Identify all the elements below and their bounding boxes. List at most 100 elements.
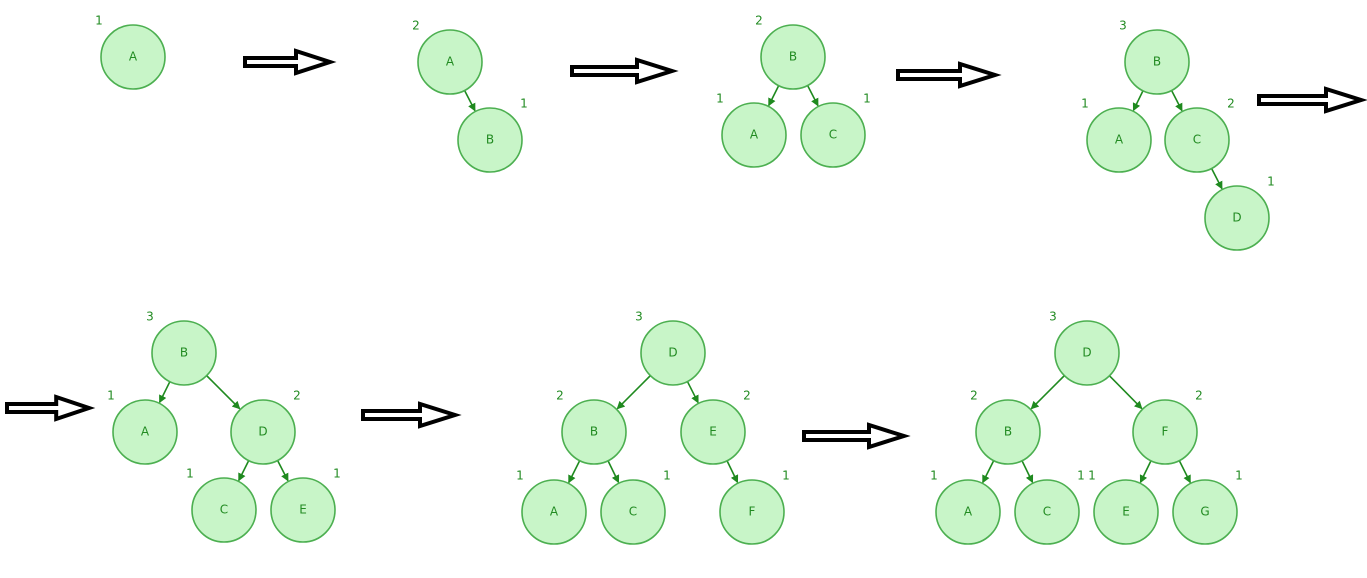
tree-node: B1 (457, 97, 528, 173)
node-circle (457, 107, 523, 173)
tree-node: C1 (186, 467, 257, 543)
tree-node: C2 (1164, 97, 1235, 173)
node-height-label: 1 (863, 92, 871, 106)
tree-node: A1 (107, 389, 178, 465)
node-circle (1172, 479, 1238, 545)
step-arrow-icon (5, 394, 96, 422)
node-label: E (709, 425, 717, 439)
node-label: D (1232, 211, 1241, 225)
node-label: A (1115, 133, 1124, 147)
tree-edge (206, 375, 241, 410)
node-height-label: 1 (663, 469, 671, 483)
node-label: A (129, 50, 138, 64)
tree-node: E2 (680, 389, 751, 465)
node-height-label: 1 (1088, 469, 1096, 483)
node-height-label: 1 (930, 469, 938, 483)
tree-node: A2 (412, 19, 483, 95)
node-circle (1086, 107, 1152, 173)
node-label: B (1004, 425, 1012, 439)
step-arrow-icon (570, 57, 679, 85)
tree-node: A1 (1081, 97, 1152, 173)
node-label: C (629, 505, 637, 519)
node-height-label: 2 (293, 389, 301, 403)
node-height-label: 1 (1077, 469, 1085, 483)
step-arrow-icon (802, 422, 911, 450)
tree-edge (276, 460, 289, 482)
tree-edge (1108, 375, 1143, 410)
node-circle (680, 399, 746, 465)
node-circle (561, 399, 627, 465)
node-height-label: 3 (635, 310, 643, 324)
node-height-label: 2 (1195, 389, 1203, 403)
node-label: C (1193, 133, 1201, 147)
node-circle (1014, 479, 1080, 545)
node-label: F (1162, 425, 1169, 439)
node-height-label: 1 (520, 97, 528, 111)
node-label: D (258, 425, 267, 439)
node-circle (100, 24, 166, 90)
node-height-label: 1 (716, 92, 724, 106)
tree-node: C1 (1014, 469, 1085, 545)
node-circle (151, 320, 217, 386)
tree-node: B3 (1119, 19, 1190, 95)
node-height-label: 2 (412, 19, 420, 33)
node-circle (935, 479, 1001, 545)
tree-edge (1210, 168, 1223, 190)
step-arrow-icon (1257, 86, 1367, 114)
node-height-label: 1 (516, 469, 524, 483)
tree-edge (1030, 375, 1065, 410)
step-arrow-icon (361, 401, 462, 429)
node-label: G (1200, 505, 1209, 519)
node-height-label: 1 (95, 14, 103, 28)
node-label: B (590, 425, 598, 439)
node-circle (112, 399, 178, 465)
node-circle (1132, 399, 1198, 465)
node-label: E (1122, 505, 1130, 519)
tree-edge (806, 85, 819, 107)
tree-edge (982, 460, 995, 484)
tree-edge (686, 381, 699, 404)
tree-node: A1 (716, 92, 787, 168)
tree-edge (463, 90, 476, 112)
tree-edge (568, 460, 581, 484)
tree-edge (1132, 90, 1144, 112)
tree-node: D2 (230, 389, 301, 465)
node-label: A (141, 425, 150, 439)
tree-edge (1139, 460, 1152, 484)
node-label: D (668, 346, 677, 360)
node-circle (270, 477, 336, 543)
node-label: A (964, 505, 973, 519)
step-arrow-icon (243, 48, 337, 76)
node-label: A (750, 128, 759, 142)
tree-edge (1178, 460, 1191, 484)
node-circle (521, 479, 587, 545)
tree-edge (1170, 90, 1183, 112)
node-label: C (829, 128, 837, 142)
node-height-label: 2 (556, 389, 564, 403)
node-label: B (486, 133, 494, 147)
node-circle (760, 24, 826, 90)
tree-node: A1 (516, 469, 587, 545)
node-label: F (749, 505, 756, 519)
tree-node: B2 (970, 389, 1041, 465)
node-height-label: 1 (1267, 175, 1275, 189)
node-label: B (180, 346, 188, 360)
node-circle (191, 477, 257, 543)
node-label: E (299, 503, 307, 517)
node-label: D (1082, 346, 1091, 360)
node-height-label: 1 (1235, 469, 1243, 483)
node-circle (230, 399, 296, 465)
tree-edge (768, 85, 780, 107)
node-height-label: 1 (1081, 97, 1089, 111)
tree-edge (1021, 460, 1034, 484)
node-height-label: 3 (146, 310, 154, 324)
tree-node: A1 (95, 14, 166, 90)
node-circle (1204, 185, 1270, 251)
node-height-label: 2 (755, 14, 763, 28)
node-height-label: 2 (970, 389, 978, 403)
node-label: C (1043, 505, 1051, 519)
tree-node: D3 (1049, 310, 1120, 386)
node-label: B (789, 50, 797, 64)
tree-node: C1 (800, 92, 871, 168)
